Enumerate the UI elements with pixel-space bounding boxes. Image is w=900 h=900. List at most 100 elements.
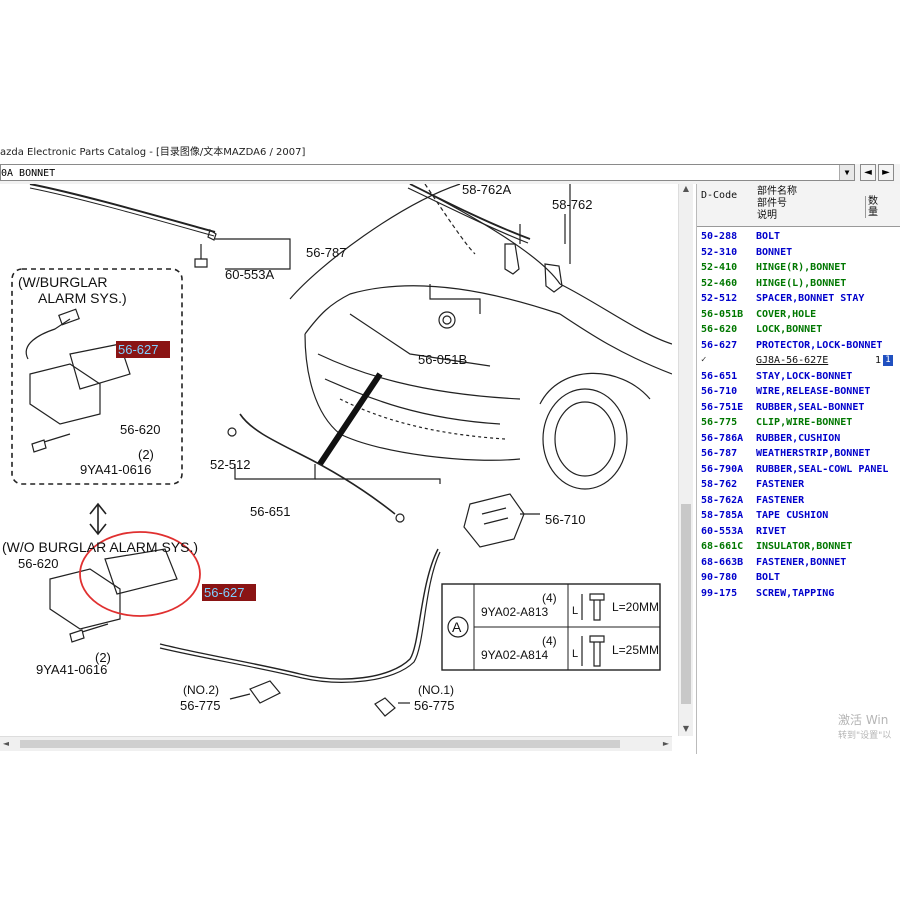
- highlight-56-627-b[interactable]: 56-627: [202, 584, 256, 601]
- part-name: BONNET: [756, 246, 793, 258]
- part-code: 99-175: [701, 587, 738, 599]
- part-name: SPACER,BONNET STAY: [756, 293, 865, 304]
- part-name: PROTECTOR,LOCK-BONNET: [756, 339, 883, 351]
- horizontal-scroll-thumb[interactable]: [20, 740, 620, 748]
- header-quantity[interactable]: 数量: [865, 196, 882, 218]
- part-code: 90-780: [701, 572, 738, 583]
- label-52-512: 52-512: [210, 457, 250, 472]
- chevron-down-icon[interactable]: ▼: [839, 165, 854, 180]
- part-code: 58-785A: [701, 510, 744, 521]
- watermark-line2: 转到"设置"以: [838, 731, 892, 741]
- label-58-762: 58-762: [552, 197, 592, 212]
- scroll-up-icon[interactable]: ▲: [682, 184, 690, 193]
- label-56-051b: 56-051B: [418, 352, 467, 367]
- label-qty-2-b: (2): [95, 650, 111, 665]
- parts-diagram-drawing: (W/BURGLAR ALARM SYS.) 56-620 (2) 9YA41-…: [2, 184, 672, 717]
- order-quantity-input[interactable]: 1: [883, 355, 893, 366]
- table-row[interactable]: 50-288 BOLT: [697, 230, 900, 246]
- table-row[interactable]: 52-460 HINGE(L),BONNET: [697, 277, 900, 293]
- scroll-right-icon[interactable]: ►: [662, 739, 670, 748]
- part-code: 52-310: [701, 246, 738, 258]
- part-name: RUBBER,SEAL-COWL PANEL: [756, 463, 889, 475]
- table-row[interactable]: 56-787 WEATHERSTRIP,BONNET: [697, 447, 900, 463]
- bolt-row-2-l: L: [572, 648, 578, 660]
- part-code: 52-460: [701, 277, 738, 289]
- scroll-down-icon[interactable]: ▼: [682, 724, 690, 733]
- label-56-775-b: 56-775: [414, 698, 454, 713]
- table-row[interactable]: 56-627 PROTECTOR,LOCK-BONNET: [697, 339, 900, 355]
- next-group-button[interactable]: ►: [878, 164, 894, 181]
- part-code: 56-627: [701, 339, 738, 351]
- header-name-line1: 部件名称: [757, 186, 797, 197]
- header-dcode[interactable]: D-Code: [701, 190, 738, 201]
- part-name: WEATHERSTRIP,BONNET: [756, 448, 871, 459]
- group-selector-row: 0A BONNET ▼ ◄ ►: [0, 164, 900, 184]
- label-9ya41-a: 9YA41-0616: [80, 462, 151, 477]
- diagram-vertical-scrollbar[interactable]: ▲ ▼: [678, 184, 693, 736]
- part-code: 68-661C: [701, 541, 744, 552]
- label-no1: (NO.1): [418, 683, 454, 697]
- arrow-left-icon: ◄: [864, 167, 872, 178]
- part-name: STAY,LOCK-BONNET: [756, 370, 853, 382]
- bolt-row-1-dim: L=20MM: [612, 600, 659, 614]
- part-name: HINGE(L),BONNET: [756, 277, 847, 289]
- prev-group-button[interactable]: ◄: [860, 164, 876, 181]
- part-code: 50-288: [701, 231, 738, 242]
- highlight-56-627-a[interactable]: 56-627: [116, 341, 170, 358]
- header-part-name[interactable]: 部件名称 部件号 说明: [757, 186, 797, 222]
- arrow-right-icon: ►: [882, 167, 890, 178]
- diagram-horizontal-scrollbar[interactable]: ◄ ►: [0, 736, 672, 751]
- label-56-627-b: 56-627: [204, 585, 244, 600]
- label-58-762a: 58-762A: [462, 184, 511, 197]
- parts-diagram[interactable]: (W/BURGLAR ALARM SYS.) 56-620 (2) 9YA41-…: [0, 184, 672, 736]
- part-name: COVER,HOLE: [756, 308, 817, 320]
- group-combobox[interactable]: 0A BONNET ▼: [0, 164, 855, 181]
- label-9ya41-b: 9YA41-0616: [36, 662, 107, 677]
- scroll-left-icon[interactable]: ◄: [2, 739, 10, 748]
- part-code: 56-775: [701, 417, 738, 428]
- table-row[interactable]: 99-175 SCREW,TAPPING: [697, 587, 900, 603]
- checkbox-icon[interactable]: ✓: [701, 355, 707, 365]
- table-row[interactable]: 52-512 SPACER,BONNET STAY: [697, 292, 900, 308]
- table-row[interactable]: 52-310 BONNET: [697, 246, 900, 262]
- part-code: 56-787: [701, 448, 738, 459]
- bolt-spec-table: A (4) 9YA02-A813 L L=20MM (4) 9YA02-A814…: [441, 583, 661, 671]
- window-title-bar: azda Electronic Parts Catalog - [目录图像/文本…: [0, 144, 900, 162]
- part-quantity: 1: [875, 355, 882, 366]
- bolt-row-2-dim: L=25MM: [612, 643, 659, 657]
- part-code: 52-512: [701, 293, 738, 304]
- window-title: azda Electronic Parts Catalog - [目录图像/文本…: [0, 147, 306, 158]
- part-name: BOLT: [756, 231, 781, 242]
- part-name: SCREW,TAPPING: [756, 587, 835, 599]
- label-56-651: 56-651: [250, 504, 290, 519]
- vertical-scroll-thumb[interactable]: [681, 504, 691, 704]
- header-name-line2: 部件号: [757, 198, 787, 209]
- part-code: 58-762A: [701, 494, 744, 506]
- part-name: BOLT: [756, 572, 781, 583]
- burglar-title-line2: ALARM SYS.): [38, 290, 127, 306]
- label-56-627-a: 56-627: [118, 342, 158, 357]
- part-code: 56-751E: [701, 401, 744, 413]
- part-name: RUBBER,CUSHION: [756, 432, 841, 444]
- watermark-line1: 激活 Win: [838, 713, 889, 727]
- table-row[interactable]: 90-780 BOLT: [697, 571, 900, 587]
- part-code: 56-710: [701, 386, 738, 397]
- label-qty-2-a: (2): [138, 447, 154, 462]
